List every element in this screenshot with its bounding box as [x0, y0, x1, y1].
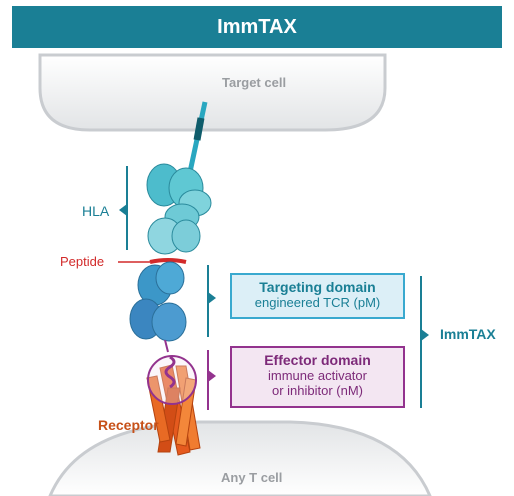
- effector-domain-box: Effector domain immune activator or inhi…: [230, 346, 405, 408]
- linker: [164, 339, 169, 353]
- t-cell-membrane: [48, 420, 432, 496]
- hla-arrow: [119, 204, 127, 216]
- hla-anchor-dark: [193, 117, 205, 141]
- page-title: ImmTAX: [217, 16, 297, 38]
- target-cell-membrane: [38, 53, 387, 132]
- receptor-label: Receptor: [98, 417, 159, 433]
- targeting-domain-title: Targeting domain: [259, 279, 376, 295]
- targeting-arrow: [208, 292, 216, 304]
- t-cell-label: Any T cell: [221, 470, 283, 485]
- tcr-targeting-domain: [129, 261, 187, 342]
- effector-arrow: [208, 370, 216, 382]
- target-cell-label: Target cell: [222, 75, 287, 90]
- effector-domain-squiggle: [164, 355, 176, 389]
- effector-domain-title: Effector domain: [264, 352, 371, 368]
- hla-molecule: [146, 163, 212, 255]
- title-bar: ImmTAX: [12, 6, 502, 48]
- effector-domain-line2: or inhibitor (nM): [271, 383, 364, 398]
- peptide-label: Peptide: [60, 254, 105, 269]
- targeting-domain-box: Targeting domain engineered TCR (pM): [230, 273, 405, 319]
- targeting-domain-subtitle: engineered TCR (pM): [254, 295, 381, 310]
- peptide-strand: [149, 258, 187, 264]
- receptor-complex: [146, 364, 201, 456]
- immtax-arrow: [421, 329, 429, 341]
- hla-label: HLA: [82, 203, 110, 219]
- effector-domain-line1: immune activator: [268, 368, 367, 383]
- immtax-side-label: ImmTAX: [440, 326, 496, 342]
